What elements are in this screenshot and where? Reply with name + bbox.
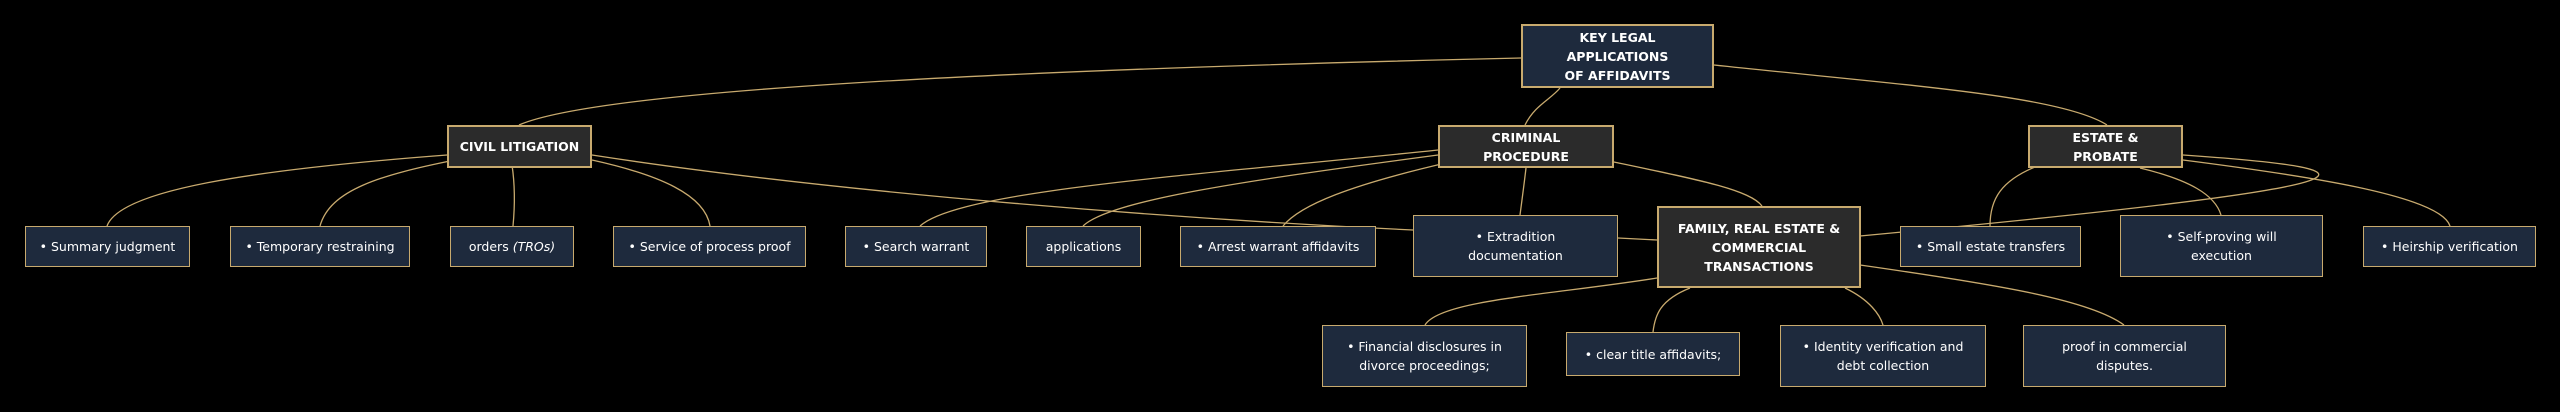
leaf-label: • clear title affidavits; bbox=[1584, 346, 1722, 362]
leaf-label: • Small estate transfers bbox=[1915, 239, 2066, 254]
leaf-self-proving-will[interactable]: • Self-proving will execution bbox=[2120, 215, 2323, 277]
leaf-label: orders (TROs) bbox=[469, 237, 555, 256]
edge-crim-extradition bbox=[1519, 167, 1527, 216]
category-label: CRIMINAL PROCEDURE bbox=[1483, 129, 1569, 164]
leaf-label-line2: disputes. bbox=[2096, 358, 2153, 373]
leaf-proof-commercial-disputes[interactable]: proof in commercial disputes. bbox=[2023, 325, 2226, 387]
leaf-label-line1: • Financial disclosures in bbox=[1347, 339, 1502, 354]
root-label-line1: KEY LEGAL APPLICATIONS bbox=[1566, 29, 1669, 64]
leaf-label-tros: (TROs) bbox=[512, 239, 556, 254]
edge-estate-heirship bbox=[2182, 159, 2451, 227]
leaf-label: • Temporary restraining bbox=[245, 239, 395, 254]
leaf-label-line2: divorce proceedings; bbox=[1359, 358, 1490, 373]
edge-civil-orders bbox=[511, 164, 516, 227]
leaf-label-line1: • Identity verification and bbox=[1802, 339, 1964, 354]
edge-crim-applications bbox=[1082, 154, 1439, 227]
leaf-small-estate-transfers[interactable]: • Small estate transfers bbox=[1900, 226, 2081, 267]
edge-family-title bbox=[1652, 287, 1691, 333]
category-label-line1: FAMILY, REAL ESTATE & bbox=[1677, 220, 1841, 236]
edge-extradition-family bbox=[1617, 237, 1658, 241]
edge-family-commercial bbox=[1859, 264, 2125, 326]
leaf-heirship-verification[interactable]: • Heirship verification bbox=[2363, 226, 2536, 267]
category-label: ESTATE & PROBATE bbox=[2072, 129, 2139, 164]
leaf-label: • Service of process proof bbox=[628, 239, 791, 254]
edge-crim-arrest bbox=[1282, 161, 1451, 227]
leaf-temporary-restraining[interactable]: • Temporary restraining bbox=[230, 226, 410, 267]
leaf-label-prefix: orders bbox=[468, 239, 513, 254]
edge-civil-summary bbox=[106, 154, 448, 227]
leaf-extradition-documentation[interactable]: • Extradition documentation bbox=[1413, 215, 1618, 277]
edge-root-civil bbox=[518, 57, 1522, 126]
edge-civil-extradition bbox=[591, 154, 1414, 231]
edge-estate-will bbox=[2139, 167, 2222, 216]
leaf-arrest-warrant[interactable]: • Arrest warrant affidavits bbox=[1180, 226, 1376, 267]
leaf-search-warrant[interactable]: • Search warrant bbox=[845, 226, 987, 267]
category-label-line3: TRANSACTIONS bbox=[1704, 258, 1814, 274]
leaf-orders-tros[interactable]: orders (TROs) bbox=[450, 226, 574, 267]
leaf-label-line1: proof in commercial bbox=[2062, 339, 2187, 354]
leaf-label-line1: • Self-proving will bbox=[2166, 229, 2277, 244]
leaf-applications[interactable]: applications bbox=[1026, 226, 1141, 267]
category-label: CIVIL LITIGATION bbox=[459, 139, 580, 154]
edge-civil-service bbox=[591, 159, 711, 227]
edge-family-financial bbox=[1424, 277, 1658, 326]
edge-root-criminal bbox=[1524, 87, 1561, 126]
leaf-financial-disclosures[interactable]: • Financial disclosures in divorce proce… bbox=[1322, 325, 1527, 387]
leaf-label: • Summary judgment bbox=[39, 239, 176, 254]
leaf-label: applications bbox=[1045, 239, 1122, 254]
leaf-label-line2: execution bbox=[2191, 248, 2252, 263]
leaf-label: • Arrest warrant affidavits bbox=[1196, 239, 1360, 254]
leaf-identity-verification[interactable]: • Identity verification and debt collect… bbox=[1780, 325, 1986, 387]
edge-crim-search bbox=[919, 149, 1439, 227]
edge-root-estate bbox=[1713, 64, 2108, 126]
leaf-label: • Heirship verification bbox=[2381, 239, 2518, 254]
leaf-label-line1: • Extradition bbox=[1475, 229, 1556, 244]
edge-estate-small bbox=[1989, 164, 2041, 227]
root-node[interactable]: KEY LEGAL APPLICATIONS OF AFFIDAVITS bbox=[1521, 24, 1714, 88]
leaf-label-line2: documentation bbox=[1468, 248, 1563, 263]
category-estate-probate[interactable]: ESTATE & PROBATE bbox=[2028, 125, 2183, 168]
root-label-line2: OF AFFIDAVITS bbox=[1564, 67, 1671, 83]
leaf-summary-judgment[interactable]: • Summary judgment bbox=[25, 226, 190, 267]
category-label-line2: COMMERCIAL bbox=[1711, 239, 1807, 255]
edge-civil-trs bbox=[319, 159, 456, 227]
leaf-label: • Search warrant bbox=[862, 239, 970, 254]
edge-crim-family bbox=[1613, 161, 1763, 207]
edge-estate-family bbox=[1859, 154, 2320, 237]
leaf-service-of-process[interactable]: • Service of process proof bbox=[613, 226, 806, 267]
edge-family-identity bbox=[1844, 287, 1884, 326]
category-family-real-estate[interactable]: FAMILY, REAL ESTATE & COMMERCIAL TRANSAC… bbox=[1657, 206, 1861, 288]
category-civil-litigation[interactable]: CIVIL LITIGATION bbox=[447, 125, 592, 168]
leaf-clear-title[interactable]: • clear title affidavits; bbox=[1566, 332, 1740, 376]
category-criminal-procedure[interactable]: CRIMINAL PROCEDURE bbox=[1438, 125, 1614, 168]
leaf-label-line2: debt collection bbox=[1836, 358, 1930, 373]
